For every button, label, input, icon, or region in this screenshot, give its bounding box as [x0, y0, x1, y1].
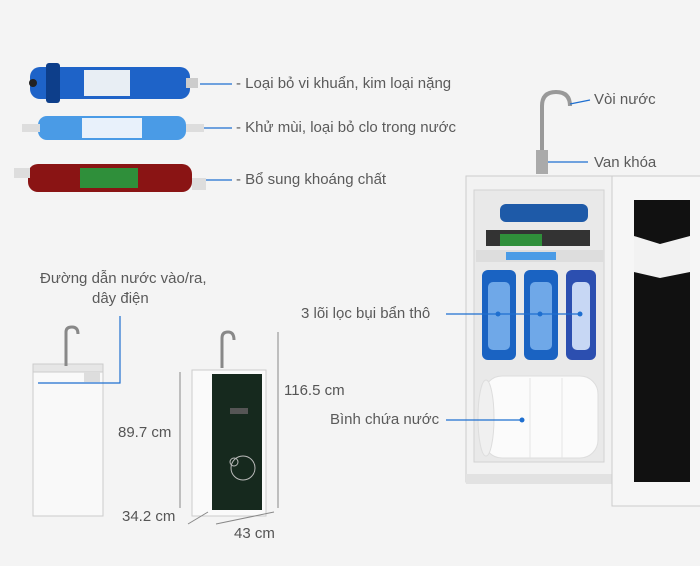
- cores-label: 3 lõi lọc bụi bẩn thô: [301, 305, 431, 322]
- dim-depth: 34.2 cm: [122, 508, 176, 525]
- filter-desc-nano: - Khử mùi, loại bỏ clo trong nước: [236, 119, 457, 136]
- ceramic-filter: [14, 164, 206, 192]
- dim-total-height: 116.5 cm: [284, 382, 345, 399]
- valve-label: Van khóa: [594, 154, 657, 171]
- dim-cabinet-height: 89.7 cm: [118, 424, 172, 441]
- nano-silver-filter: [22, 116, 204, 140]
- filter-desc-ceramic: - Bổ sung khoáng chất: [236, 171, 387, 188]
- tank-label: Bình chứa nước: [330, 411, 440, 428]
- pipe-label: Đường dẫn nước vào/ra,: [40, 270, 207, 287]
- filter-desc-ro: - Loại bỏ vi khuẩn, kim loại nặng: [236, 75, 452, 92]
- cabinet-open-view: [465, 89, 700, 507]
- cabinet-back-view: [32, 325, 104, 517]
- pipe-label-2: dây điện: [92, 290, 149, 307]
- dim-width: 43 cm: [234, 525, 275, 542]
- tap-label: Vòi nước: [594, 91, 656, 108]
- ro-membrane-filter: [29, 63, 198, 103]
- cabinet-front-view: [191, 330, 267, 517]
